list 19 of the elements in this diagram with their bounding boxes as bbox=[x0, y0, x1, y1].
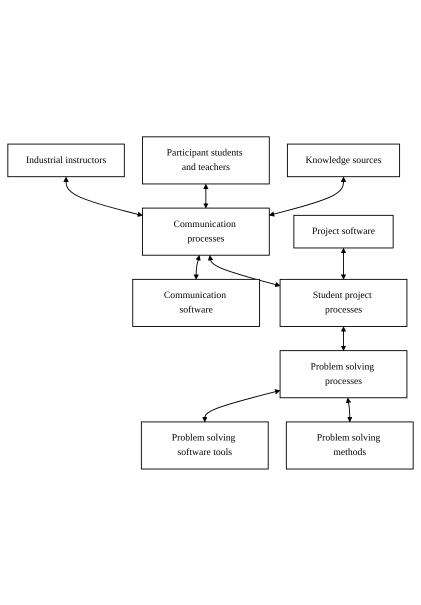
arrow bbox=[202, 388, 280, 422]
node-box: Problem solving software tools bbox=[140, 421, 269, 470]
arrow bbox=[340, 248, 346, 280]
arrow bbox=[203, 184, 209, 208]
node-box: Project software bbox=[293, 214, 394, 248]
node-box: Knowledge sources bbox=[286, 143, 400, 177]
arrow bbox=[63, 176, 143, 216]
arrow bbox=[194, 254, 201, 280]
node-box: Problem solving methods bbox=[286, 421, 414, 470]
node-box: Communication processes bbox=[142, 207, 270, 256]
node-box: Participant students and teachers bbox=[142, 136, 270, 184]
arrow bbox=[208, 254, 280, 287]
node-box: Student project processes bbox=[280, 278, 408, 326]
node-box: Communication software bbox=[132, 278, 260, 326]
arrow bbox=[346, 397, 352, 422]
arrow bbox=[340, 326, 346, 350]
node-box: Industrial instructors bbox=[7, 143, 125, 177]
arrow bbox=[269, 176, 346, 216]
node-box: Problem solving processes bbox=[280, 350, 408, 398]
